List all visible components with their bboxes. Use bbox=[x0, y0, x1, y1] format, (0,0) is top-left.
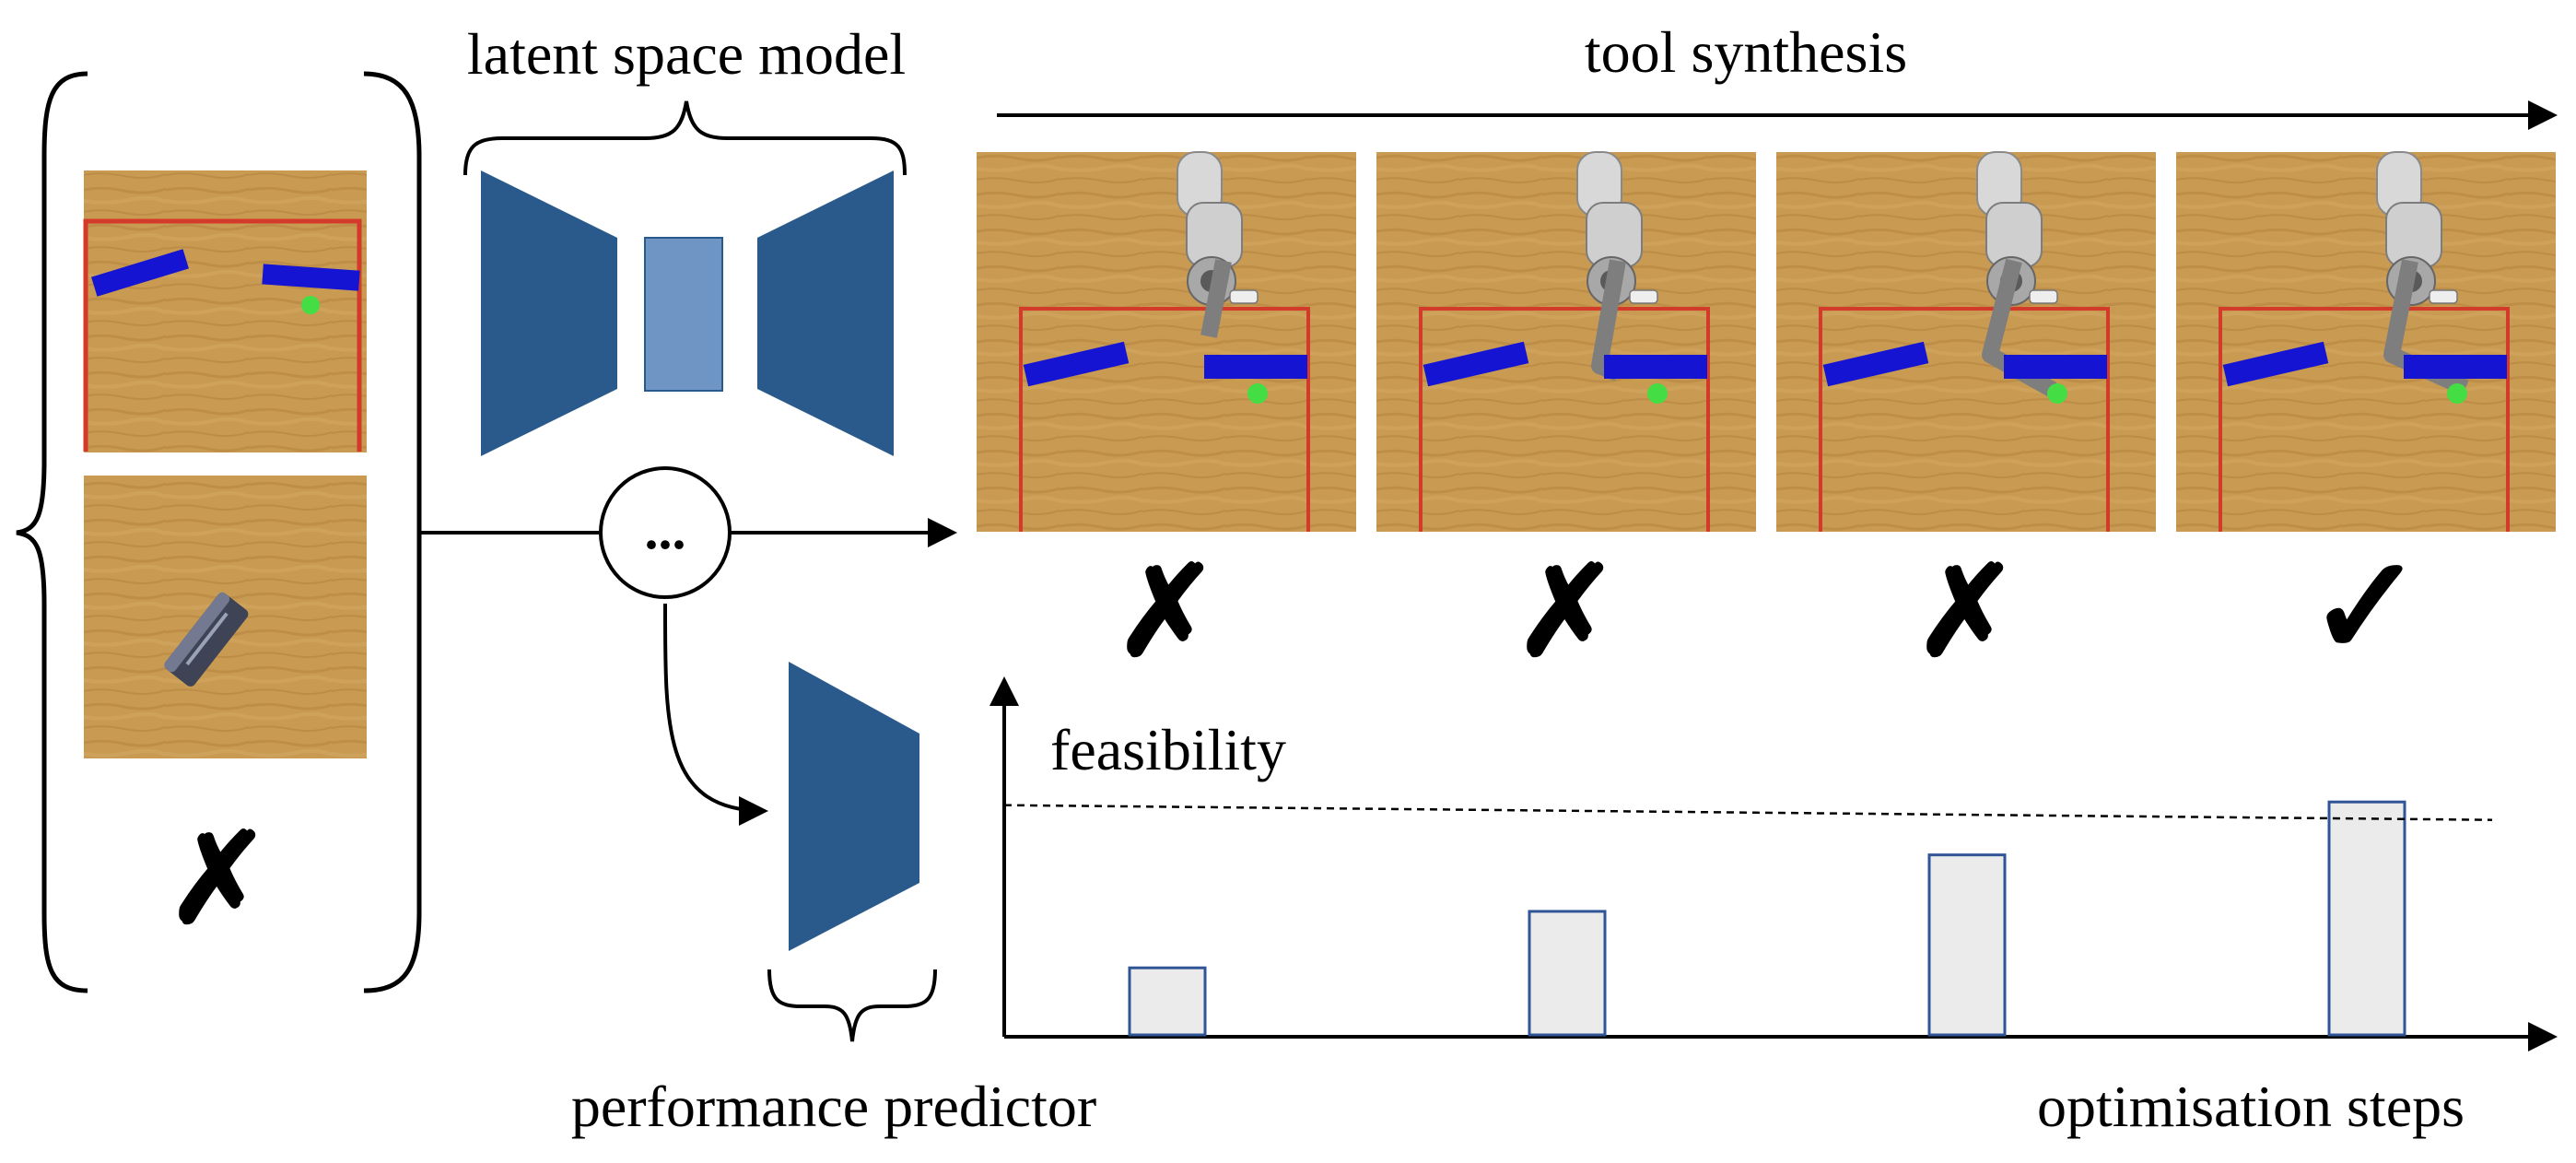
performance-predictor-label: performance predictor bbox=[571, 1074, 1096, 1139]
predictor-shape bbox=[789, 662, 919, 951]
feasibility-bar bbox=[1927, 853, 2007, 1037]
goal-marker bbox=[2447, 383, 2467, 404]
synthesis-result-marks: ✗ ✗ ✗ ✓ bbox=[1114, 532, 2423, 685]
feasibility-bar bbox=[2327, 800, 2406, 1037]
feasibility-threshold-line bbox=[1003, 804, 2493, 821]
latent-space-model-label: latent space model bbox=[467, 21, 906, 87]
feasibility-bar bbox=[1128, 966, 1207, 1037]
blue-block bbox=[1423, 341, 1529, 387]
decoder-shape bbox=[757, 170, 894, 456]
blue-block bbox=[1204, 355, 1307, 379]
latent-space-model: latent space model bbox=[463, 21, 907, 456]
blue-block bbox=[2222, 341, 2329, 387]
predictor-brace bbox=[767, 969, 937, 1042]
chart-bars bbox=[1128, 800, 2406, 1037]
performance-predictor: performance predictor bbox=[571, 662, 1096, 1139]
feasibility-bar bbox=[1528, 910, 1607, 1037]
goal-marker bbox=[1247, 383, 1268, 404]
synthesis-frame bbox=[2176, 151, 2556, 532]
feasibility-label: feasibility bbox=[1050, 717, 1286, 782]
input-scene-image bbox=[83, 170, 367, 452]
right-parenthesis bbox=[363, 71, 422, 993]
fail-mark: ✗ bbox=[1914, 545, 2018, 682]
blue-block bbox=[1023, 341, 1130, 387]
success-mark: ✓ bbox=[2308, 532, 2424, 685]
blue-block bbox=[1604, 355, 1707, 379]
input-tool-image bbox=[84, 476, 367, 758]
fail-mark: ✗ bbox=[1114, 545, 1218, 682]
goal-marker bbox=[2047, 383, 2067, 404]
input-examples-group: ✗ bbox=[16, 71, 422, 993]
optimisation-steps-label: optimisation steps bbox=[2037, 1074, 2465, 1139]
predictor-arrow bbox=[662, 603, 768, 826]
synthesis-frames bbox=[977, 151, 2556, 532]
robot-arm bbox=[2376, 151, 2458, 306]
feasibility-chart: feasibility optimisation steps bbox=[989, 676, 2558, 1139]
encoder-shape bbox=[481, 170, 617, 456]
synthesis-frame bbox=[977, 151, 1356, 532]
blue-block bbox=[1822, 341, 1929, 387]
latent-code-block bbox=[644, 237, 723, 392]
fail-mark: ✗ bbox=[1514, 545, 1618, 682]
latent-vector-ellipsis: ... bbox=[645, 499, 686, 560]
blue-block bbox=[2404, 355, 2507, 379]
goal-marker bbox=[1647, 383, 1668, 404]
synthesis-frame bbox=[1776, 151, 2156, 532]
tool-synthesis-label: tool synthesis bbox=[1585, 19, 1907, 85]
input-fail-mark: ✗ bbox=[166, 812, 270, 949]
synthesized-tool bbox=[1200, 259, 1232, 338]
latent-model-brace bbox=[463, 100, 907, 176]
blue-block bbox=[2004, 355, 2107, 379]
synthesis-frame bbox=[1376, 151, 1756, 532]
left-curly-brace bbox=[16, 71, 88, 993]
